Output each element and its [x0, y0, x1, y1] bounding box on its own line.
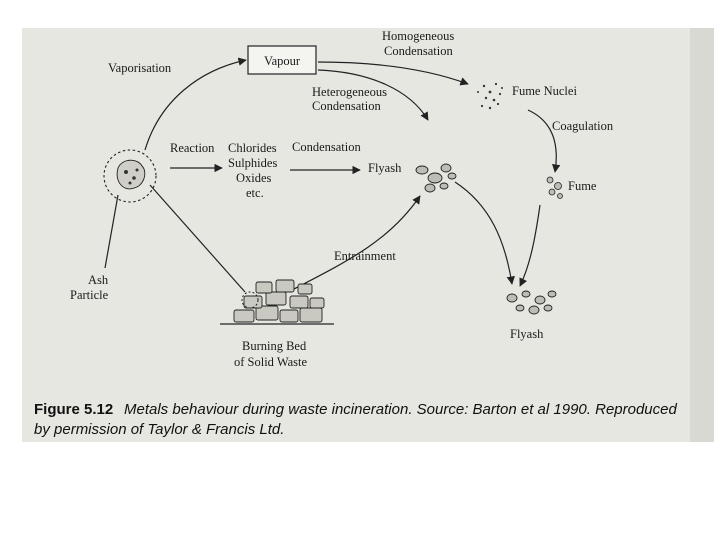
- vaporisation-label: Vaporisation: [108, 61, 172, 75]
- condensation-mid-label: Condensation: [312, 99, 381, 113]
- fume-nuclei-label: Fume Nuclei: [512, 84, 577, 98]
- condensation-top-label: Condensation: [384, 44, 453, 58]
- etc-label: etc.: [246, 186, 264, 200]
- ash-label: Ash: [88, 273, 109, 287]
- flyash-bottom-cluster: [506, 290, 557, 315]
- flyash-mid-cluster: [415, 163, 457, 193]
- sulphides-label: Sulphides: [228, 156, 277, 170]
- flyash-bottom-label: Flyash: [510, 327, 544, 341]
- condensation-small-label: Condensation: [292, 140, 361, 154]
- ash-particle-blob: [116, 159, 146, 190]
- ash-particle-link-line: [149, 184, 246, 293]
- figure-number: Figure 5.12: [34, 401, 113, 418]
- vapour-label: Vapour: [264, 54, 301, 68]
- ash-label-pointer: [104, 194, 119, 269]
- burning-bed-rubble: [233, 279, 325, 323]
- caption-line-1: Metals behaviour during waste incinerati…: [124, 401, 677, 418]
- caption-line-2: by permission of Taylor & Francis Ltd.: [34, 421, 284, 438]
- entrainment-arrow: [291, 195, 421, 291]
- oxides-label: Oxides: [236, 171, 272, 185]
- fume-nuclei-dots: [477, 82, 503, 110]
- homogeneous-label: Homogeneous: [382, 29, 454, 43]
- ash-particle-in-bed: [241, 291, 259, 309]
- heterogeneous-condensation-arrow: [317, 69, 429, 121]
- fume-cluster: [546, 176, 563, 199]
- particle-label: Particle: [70, 288, 109, 302]
- entrainment-label: Entrainment: [334, 249, 396, 263]
- chlorides-label: Chlorides: [228, 141, 277, 155]
- fume-label: Fume: [568, 179, 597, 193]
- vaporisation-arrow: [144, 57, 247, 151]
- coagulation-label: Coagulation: [552, 119, 614, 133]
- coagulation-arrow: [527, 109, 561, 173]
- of-solid-waste-label: of Solid Waste: [234, 355, 308, 369]
- fume-to-flyash-arrow: [519, 204, 541, 287]
- heterogeneous-label: Heterogeneous: [312, 85, 387, 99]
- burning-bed-label: Burning Bed: [242, 339, 307, 353]
- reaction-label: Reaction: [170, 141, 215, 155]
- vapour-box: [247, 45, 317, 75]
- page-edge-shadow: [690, 28, 714, 442]
- homogeneous-condensation-arrow: [317, 61, 469, 86]
- flyash-mid-label: Flyash: [368, 161, 402, 175]
- scanned-page-background: [22, 28, 714, 442]
- flyash-to-bottom-arrow: [454, 181, 515, 285]
- ash-particle-circle: [103, 149, 157, 203]
